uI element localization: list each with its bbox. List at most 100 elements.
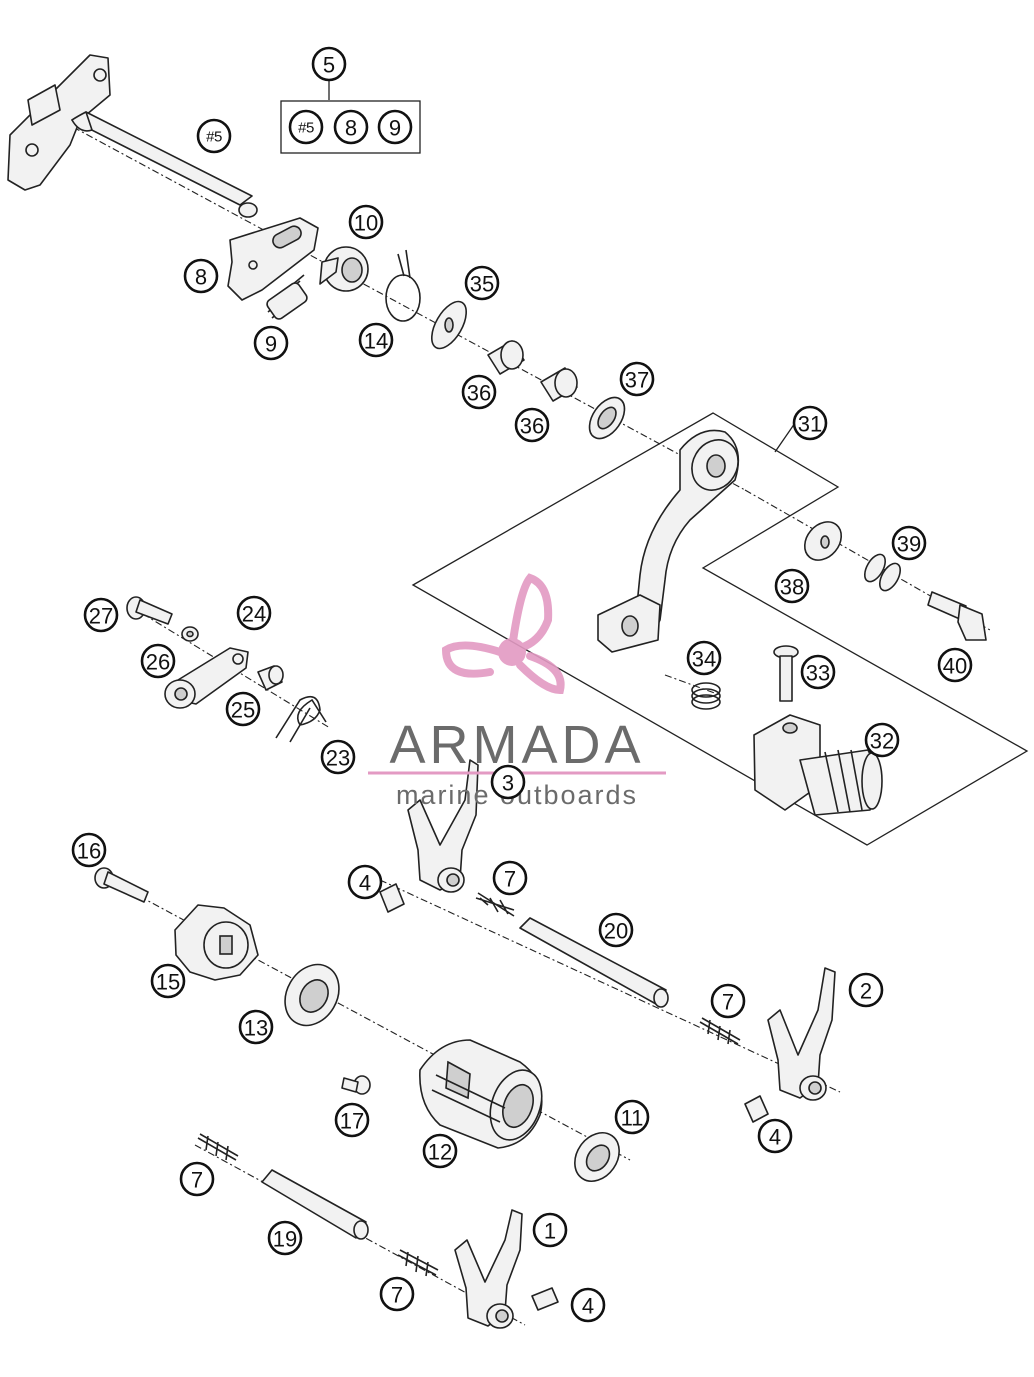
callout-c-7c: 7 [179,1161,215,1197]
callout-number: 4 [582,1294,594,1319]
callout-number: 35 [470,272,494,297]
callout-number: #5 [298,120,314,137]
callout-number: 25 [231,698,255,723]
callout-c-4c: 4 [570,1287,606,1323]
callout-circle [937,647,973,683]
callout-number: 4 [769,1125,781,1150]
callout-circle [619,361,655,397]
callout-c-36a: 36 [461,374,497,410]
pin-4a [379,883,405,913]
callout-c-38: 38 [774,568,810,604]
callout-c-32: 32 [864,722,900,758]
shift-star-15 [174,904,259,981]
callout-c-25: 25 [225,691,261,727]
pin-4c [531,1287,559,1311]
seal-13 [284,963,340,1027]
callout-c-16: 16 [71,832,107,868]
callout-circle [757,1118,793,1154]
callout-c-3: 3 [490,764,526,800]
callout-circle [288,109,324,145]
callout-circle [183,258,219,294]
callout-c-35: 35 [464,265,500,301]
callout-circle [492,860,528,896]
spring-34 [691,682,721,710]
callout-c-shaft-5: #5 [196,118,232,154]
shift-plate [227,217,319,301]
rod-19 [261,1169,369,1240]
callout-circle [490,764,526,800]
callout-circle [461,374,497,410]
callout-circle [348,204,384,240]
callout-c-kit-8: 8 [333,109,369,145]
callout-circle [347,864,383,900]
callout-number: 14 [364,329,388,354]
callout-circle [236,595,272,631]
callout-circle [225,691,261,727]
callout-circle [71,832,107,868]
callout-c-24: 24 [236,595,272,631]
callout-c-39: 39 [891,525,927,561]
footpeg-32 [753,714,883,816]
spring-14 [385,249,421,322]
callout-c-27: 27 [83,597,119,633]
shift-shaft [7,54,258,218]
callout-number: 9 [265,332,277,357]
shift-fork-2 [767,967,836,1101]
callout-circle [864,722,900,758]
callout-circle [532,1212,568,1248]
shift-fork-3 [407,759,479,893]
seal-11 [574,1132,620,1182]
callout-number: 20 [604,919,628,944]
callout-circle [83,597,119,633]
seal-37 [588,396,626,440]
callout-number: 7 [391,1283,403,1308]
bearing-36b [540,367,578,402]
callout-c-17: 17 [334,1102,370,1138]
callout-circle [196,118,232,154]
callout-circle [311,46,347,82]
callout-number: 12 [428,1140,452,1165]
callout-circle [614,1099,650,1135]
detent-lever-26 [164,647,249,709]
callout-number: 33 [806,661,830,686]
callout-c-kit-5: #5 [288,109,324,145]
callout-number: 7 [504,867,516,892]
callout-circle [570,1287,606,1323]
callout-c-14: 14 [358,322,394,358]
callout-circle [379,1276,415,1312]
spring-7d [397,1249,439,1277]
bolt-16 [94,867,149,903]
callout-c-1: 1 [532,1212,568,1248]
callout-number: 31 [798,412,822,437]
callout-number: 32 [870,729,894,754]
callout-circle [179,1161,215,1197]
spring-7b [699,1017,741,1045]
callout-circle [800,654,836,690]
callout-circle [774,568,810,604]
callout-circle [792,405,828,441]
armada-propeller-logo [441,573,565,695]
shift-lever-frame [411,412,1029,846]
callout-c-5: 5 [311,46,347,82]
callout-number: 2 [860,979,872,1004]
callout-circle [848,972,884,1008]
callout-number: 11 [621,1106,644,1131]
callout-number: 36 [520,414,544,439]
callout-circle [334,1102,370,1138]
callout-number: 9 [389,116,401,141]
callout-number: 27 [89,604,113,629]
pin-33 [773,645,799,702]
callout-circle [710,983,746,1019]
shift-fork-1 [454,1209,523,1329]
callout-circle [358,322,394,358]
callout-c-19: 19 [267,1220,303,1256]
callout-number: 24 [242,602,266,627]
callout-c-7b: 7 [710,983,746,1019]
callout-circle [514,407,550,443]
callout-number: 40 [943,654,967,679]
callout-circle [238,1009,274,1045]
callout-number: 7 [191,1168,203,1193]
callout-number: 13 [244,1016,268,1041]
callout-circle [333,109,369,145]
